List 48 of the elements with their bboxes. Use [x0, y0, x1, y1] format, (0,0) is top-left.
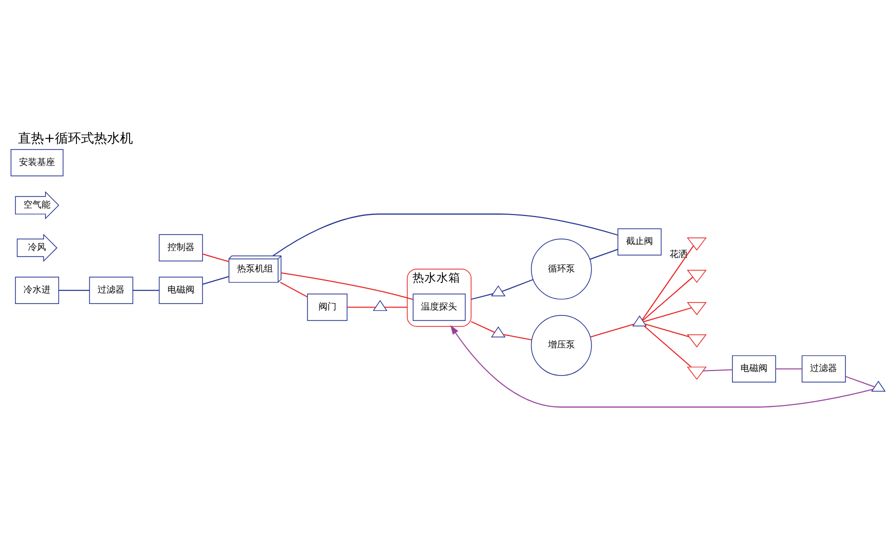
connector — [347, 306, 376, 308]
node-box: 截止阀 — [618, 228, 662, 256]
node-picture — [686, 269, 707, 282]
connector — [776, 368, 802, 369]
connector — [643, 306, 692, 322]
node-box: 控制器 — [158, 234, 203, 261]
connector — [644, 325, 692, 367]
connector — [384, 306, 408, 308]
connector — [281, 272, 414, 300]
node-box: 过滤器 — [89, 276, 134, 304]
connector — [644, 323, 690, 337]
connector — [502, 278, 534, 292]
arrow — [450, 324, 874, 408]
connector — [132, 289, 160, 290]
node-circle: 增压泵 — [530, 314, 592, 376]
node-valve — [372, 300, 388, 310]
node-valve — [632, 314, 647, 326]
node-valve — [871, 380, 886, 392]
node-circle: 循环泵 — [530, 238, 592, 300]
node-box: 冷水进 — [15, 276, 60, 304]
connector — [58, 289, 90, 290]
connector — [845, 375, 875, 387]
diagram-title: 直热+循环式热水机 — [18, 130, 134, 146]
connector — [280, 281, 308, 297]
connector — [503, 333, 532, 340]
connector — [590, 323, 634, 337]
node-box: 电磁阀 — [158, 276, 203, 304]
connector — [642, 276, 693, 320]
connector — [470, 320, 495, 332]
connector — [590, 248, 618, 260]
node-picture — [686, 237, 707, 250]
node-box: 过滤器 — [802, 354, 846, 382]
node-box: 电磁阀 — [732, 354, 776, 382]
connector — [703, 368, 732, 371]
connector — [642, 244, 694, 320]
node-box: 安装基座 — [10, 148, 64, 176]
node-box: 温度探头 — [412, 293, 466, 320]
node-label: 花洒 — [669, 250, 688, 260]
node-box: 阀门 — [307, 293, 348, 320]
connector — [202, 252, 230, 262]
node-picture — [686, 302, 707, 315]
connector — [470, 292, 494, 300]
node-valve — [490, 326, 506, 337]
node-picture — [686, 366, 707, 380]
connector — [272, 213, 618, 256]
node-picture — [686, 334, 707, 347]
connector — [202, 276, 230, 284]
node-valve — [490, 284, 506, 296]
